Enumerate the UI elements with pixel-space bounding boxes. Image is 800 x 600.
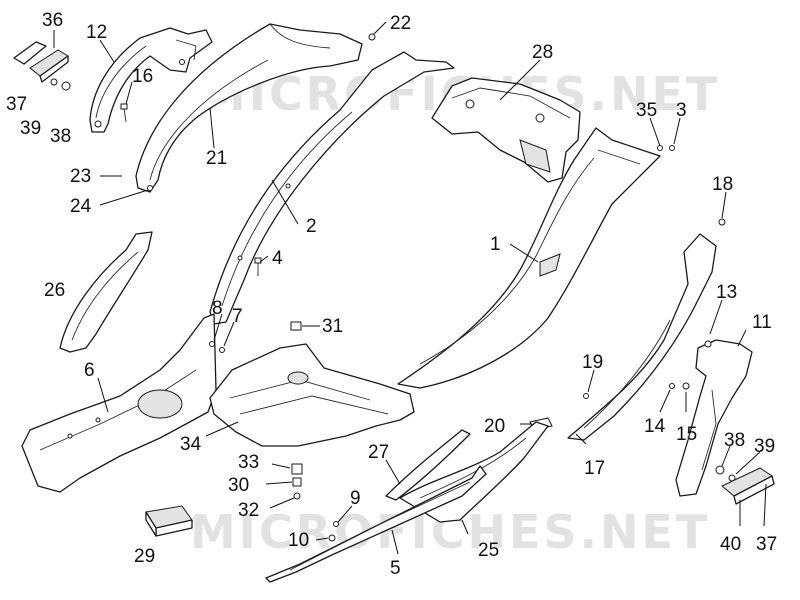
callout-8: 8 — [212, 298, 223, 319]
callout-29: 29 — [134, 546, 155, 567]
callout-21: 21 — [206, 148, 227, 169]
part-29-foam-block — [145, 505, 193, 537]
callout-39-top: 39 — [20, 118, 41, 139]
callout-15: 15 — [676, 424, 697, 445]
part-5-lower-side-strip — [265, 465, 487, 583]
callout-2: 2 — [306, 216, 317, 237]
part-38-39-washers-top — [50, 78, 71, 91]
part-33-30-32-fasteners — [291, 463, 303, 500]
leader-lines — [53, 21, 767, 555]
part-27-inner-strip — [385, 429, 471, 501]
part-19-screw — [583, 393, 589, 399]
callout-35: 35 — [636, 100, 657, 121]
part-35-3-screws — [657, 145, 675, 151]
part-34-floor-board — [209, 343, 415, 447]
part-4-screw — [254, 257, 262, 276]
callout-27: 27 — [368, 442, 389, 463]
callout-26: 26 — [44, 280, 65, 301]
part-18-screw — [718, 218, 726, 226]
part-40-37-pad — [721, 467, 775, 505]
part-17-lower-side-trim — [567, 233, 717, 441]
part-28-rear-inner-cover — [431, 77, 581, 183]
callout-37-top: 37 — [6, 94, 27, 115]
callout-12: 12 — [86, 22, 107, 43]
callout-16: 16 — [132, 66, 153, 87]
callout-17: 17 — [584, 458, 605, 479]
part-26-inner-trim — [59, 231, 153, 353]
callout-9: 9 — [350, 488, 361, 509]
callout-31: 31 — [322, 316, 343, 337]
callout-38-top: 38 — [50, 126, 71, 147]
callout-38-bottom: 38 — [724, 430, 745, 451]
callout-28: 28 — [532, 42, 553, 63]
callout-1: 1 — [490, 234, 501, 255]
callout-23: 23 — [70, 166, 91, 187]
callout-5: 5 — [390, 558, 401, 579]
part-8-7-screws — [209, 341, 225, 353]
callout-37-bottom: 37 — [756, 534, 777, 555]
callout-labels: 36 12 22 28 16 37 39 38 21 35 3 23 24 18… — [6, 10, 777, 579]
callout-6: 6 — [84, 360, 95, 381]
part-31-clip — [290, 321, 302, 331]
part-14-15-screws — [669, 382, 690, 390]
callout-33: 33 — [238, 452, 259, 473]
part-16-screw — [120, 103, 128, 123]
callout-34: 34 — [180, 434, 202, 455]
callout-24: 24 — [70, 196, 92, 217]
callout-7: 7 — [232, 306, 243, 327]
callout-19: 19 — [582, 352, 603, 373]
part-2-side-strip — [209, 51, 455, 325]
callout-36: 36 — [42, 10, 63, 31]
callout-20: 20 — [484, 416, 505, 437]
part-9-10-screws — [328, 521, 339, 542]
callout-10: 10 — [288, 530, 309, 551]
part-13-11-grab-handle — [675, 339, 753, 497]
callout-13: 13 — [716, 282, 737, 303]
callout-40: 40 — [720, 534, 741, 555]
part-6-footrest-panel — [21, 313, 217, 493]
callout-39-bottom: 39 — [754, 436, 775, 457]
callout-3: 3 — [676, 100, 687, 121]
part-12-grab-rail-bracket — [89, 27, 213, 133]
callout-22: 22 — [390, 13, 411, 34]
callout-14: 14 — [644, 416, 666, 437]
part-38-39-washers-bottom — [715, 465, 736, 482]
callout-32: 32 — [238, 500, 259, 521]
callout-25: 25 — [478, 540, 499, 561]
callout-30: 30 — [228, 475, 249, 496]
callout-11: 11 — [752, 312, 772, 333]
callout-4: 4 — [272, 248, 283, 269]
callout-18: 18 — [712, 174, 733, 195]
part-36-pad — [13, 41, 69, 83]
part-1-main-side-panel — [397, 127, 661, 389]
part-21-rear-side-cover — [135, 23, 363, 193]
part-22-screw — [368, 33, 376, 41]
